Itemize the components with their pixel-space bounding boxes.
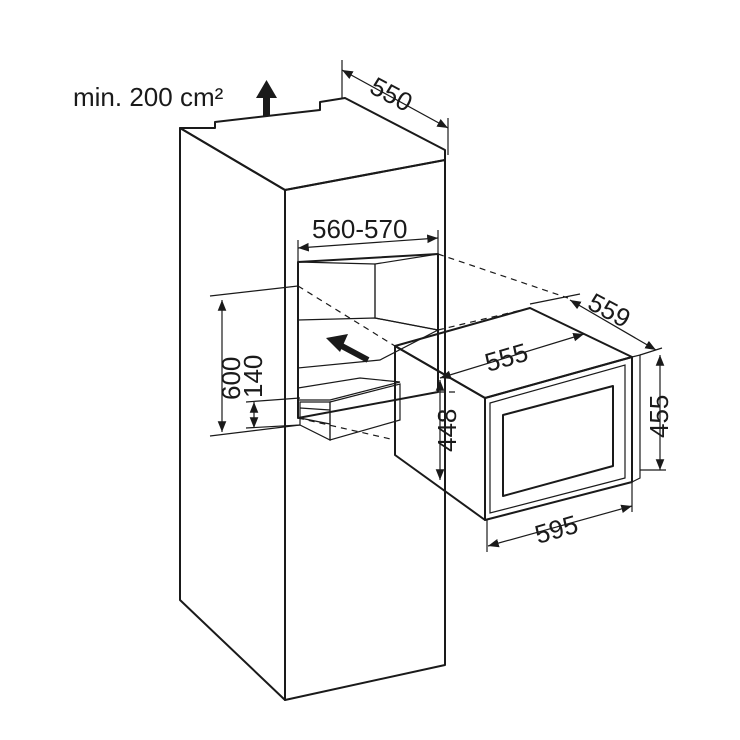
ventilation-arrow: [256, 80, 277, 116]
cabinet-side: [179, 127, 286, 701]
niche-floor: [297, 317, 440, 369]
tall-cabinet: [179, 97, 446, 701]
cabinet-depth-label: 550: [365, 71, 417, 118]
niche-opening: [297, 253, 439, 419]
appliance-height-label: 455: [644, 395, 674, 438]
drawer-height-label: 140: [238, 355, 268, 398]
insert-direction-arrow: [326, 334, 370, 363]
niche-width-label: 560-570: [312, 214, 407, 244]
dimension-lines: [209, 60, 666, 552]
ventilation-label: min. 200 cm²: [73, 82, 224, 112]
niche-back: [374, 253, 439, 331]
inner-height-label: 448: [432, 409, 462, 452]
cabinet-front: [284, 159, 446, 701]
appliance-width-label: 595: [531, 509, 581, 550]
projection-lines: [297, 253, 569, 441]
inner-width-label: 555: [481, 337, 531, 378]
niche-height-label: 600: [216, 357, 246, 400]
appliance-depth-label: 559: [583, 287, 635, 334]
appliance-window: [502, 385, 614, 497]
